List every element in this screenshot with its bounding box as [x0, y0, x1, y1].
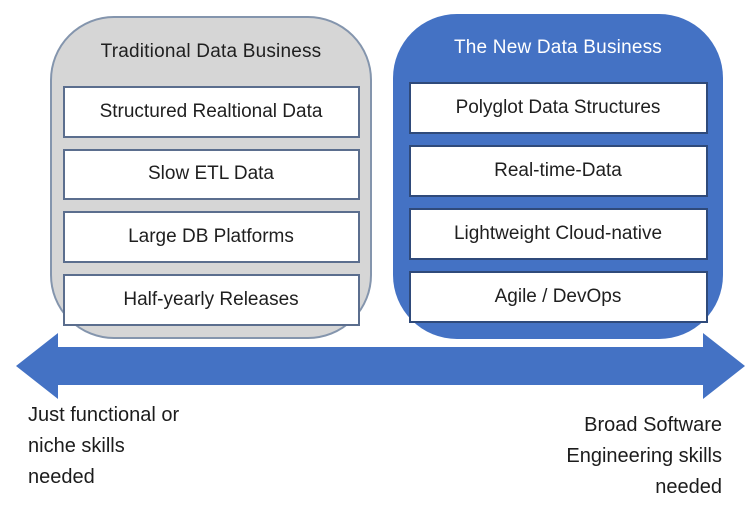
traditional-item-half-yearly-releases: Half-yearly Releases — [62, 274, 360, 326]
new-item-real-time-data: Real-time-Data — [408, 145, 708, 197]
traditional-item-slow-etl-data: Slow ETL Data — [62, 148, 360, 201]
new-item-agile-devops: Agile / DevOps — [408, 271, 708, 323]
traditional-item-structured-relational-data: Structured Realtional Data — [62, 85, 360, 138]
traditional-item-large-db-platforms: Large DB Platforms — [62, 211, 360, 264]
left-caption-line-3: needed — [28, 466, 95, 488]
double-arrow-shape — [16, 333, 745, 399]
traditional-panel-title: Traditional Data Business — [100, 40, 322, 62]
new-item-lightweight-cloud-native: Lightweight Cloud-native — [408, 208, 708, 260]
traditional-data-business-panel: Traditional Data Business Structured Rea… — [50, 16, 372, 339]
new-data-business-panel: The New Data Business Polyglot Data Stru… — [393, 14, 723, 339]
right-caption-line-1: Broad Software — [584, 414, 722, 436]
left-caption-line-2: niche skills — [28, 435, 125, 457]
right-caption: Broad Software Engineering skills needed — [566, 410, 722, 503]
right-caption-line-3: needed — [655, 476, 722, 498]
left-caption: Just functional or niche skills needed — [28, 400, 179, 493]
left-caption-line-1: Just functional or — [28, 404, 180, 426]
right-caption-line-2: Engineering skills — [566, 445, 722, 467]
new-item-polyglot-data-structures: Polyglot Data Structures — [408, 82, 708, 134]
new-panel-title: The New Data Business — [453, 37, 662, 58]
